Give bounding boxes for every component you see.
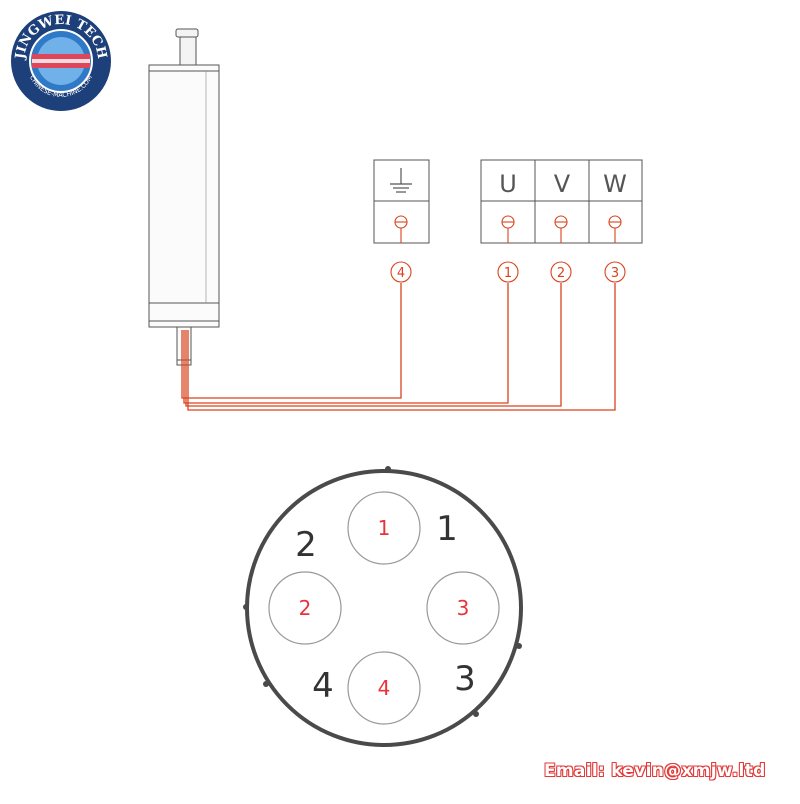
wire-marker-v-number: 2 — [557, 266, 565, 281]
wire-marker-u: 1 — [497, 261, 519, 283]
pin-number-4: 4 — [378, 676, 391, 700]
pin-outer-label-3: 3 — [454, 659, 476, 699]
pin-number-1: 1 — [378, 516, 391, 540]
screw-terminal-icon — [608, 215, 622, 243]
wires — [181, 283, 616, 411]
screw-terminal-icon — [394, 215, 408, 243]
screw-terminal-icon — [501, 215, 515, 243]
pin-number-2: 2 — [299, 596, 312, 620]
wire-number-markers: 4 1 2 3 — [390, 261, 626, 283]
connector-face: 1 2 3 4 1 2 3 4 — [243, 466, 523, 747]
terminal-block-ground — [373, 159, 430, 244]
wire-u — [183, 283, 509, 404]
phase-label-w: W — [603, 170, 627, 198]
wire-marker-u-number: 1 — [504, 266, 512, 281]
pin-number-3: 3 — [457, 596, 470, 620]
pin-outer-label-1: 1 — [436, 509, 458, 549]
phase-label-v: V — [554, 170, 571, 198]
connector-pin-4 — [347, 651, 421, 725]
wire-marker-ground-number: 4 — [397, 266, 405, 281]
pin-outer-label-4: 4 — [312, 666, 334, 706]
jingwei-tech-logo: JINGWEI TECH CHINESE-MACHINE.COM — [11, 11, 111, 111]
contact-email: Email: kevin@xmjw.ltd — [544, 761, 766, 781]
wire-marker-w-number: 3 — [611, 266, 619, 281]
wire-ground — [181, 283, 402, 399]
connector-pin-1 — [347, 491, 421, 565]
phase-label-u: U — [499, 170, 517, 198]
motor-body — [148, 64, 220, 328]
motor-top-cap — [175, 28, 199, 38]
connector-key-notch — [385, 466, 391, 472]
connector-pin-3 — [426, 571, 500, 645]
screw-terminal-icon — [554, 215, 568, 243]
wire-v — [185, 283, 562, 407]
motor-shaft — [179, 36, 197, 66]
connector-pin-2 — [268, 571, 342, 645]
wire-w — [187, 283, 616, 411]
wire-marker-w: 3 — [604, 261, 626, 283]
wire-marker-ground: 4 — [390, 261, 412, 283]
wire-marker-v: 2 — [550, 261, 572, 283]
terminal-block-phases: U V W — [480, 159, 643, 244]
pin-outer-label-2: 2 — [295, 525, 317, 565]
spindle-motor — [148, 28, 220, 366]
ground-symbol-icon — [390, 168, 412, 193]
